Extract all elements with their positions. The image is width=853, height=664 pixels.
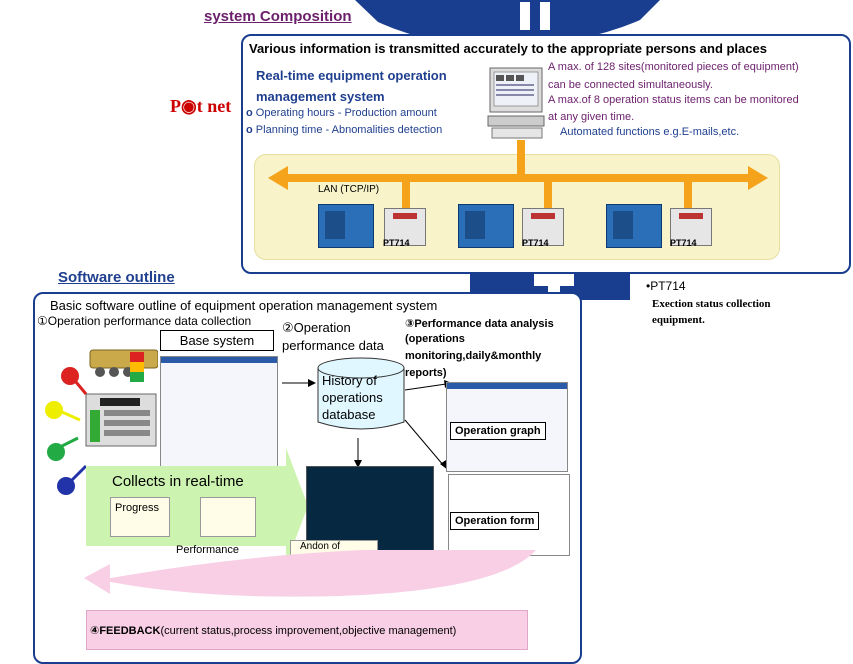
pt714-label-1: PT714 [383,238,410,248]
pt714-note-title: •PT714 [646,279,686,293]
top-panel-heading: Various information is transmitted accur… [249,41,767,56]
pt714-note-desc-2: equipment. [652,314,705,326]
bullet-operating-hours: o Operating hours - Production amount [246,107,437,119]
step1-label: ①Operation performance data collection [37,314,252,328]
step2-label-b: performance data [282,338,384,353]
andon-label-1: Andon of [300,541,341,552]
potnet-logo: P◉t net [170,96,232,116]
signal-tower-icon [45,349,158,495]
step2-label-a: ②Operation [282,320,351,335]
pause-icon [520,2,530,30]
feedback-arrow [84,550,536,597]
base-system-label: Base system [160,330,274,351]
progress-note: Progress [110,497,170,537]
pc-icon [487,67,545,139]
lan-label: LAN (TCP/IP) [318,184,380,195]
spec-max-items-b: at any given time. [548,111,635,123]
feedback-bar [86,610,528,650]
operation-graph-label: Operation graph [450,422,546,440]
base-system-screen [160,356,278,468]
software-outline-title: Software outline [58,269,175,286]
step3-label-a: ③Performance data analysis [405,318,554,330]
db-label-3: database [322,407,376,422]
db-label-1: History of [322,373,377,388]
pt714-device-3 [670,208,712,246]
system-composition-title: system Composition [204,8,352,25]
equipment-2 [458,204,514,248]
db-label-2: operations [322,390,383,405]
realtime-title-line1: Real-time equipment operation [256,68,447,83]
spec-automated: Automated functions e.g.E-mails,etc. [560,126,740,138]
spec-max-sites-b: can be connected simultaneously. [548,79,713,91]
pt714-note-desc-1: Exection status collection [652,298,771,310]
bottom-panel-heading: Basic software outline of equipment oper… [50,298,438,313]
equipment-3 [606,204,662,248]
step3-label-c: monitoring,daily&monthly [405,350,542,362]
lan-arrows [268,140,768,210]
pt714-device-2 [522,208,564,246]
database-cylinder [317,357,405,430]
step3-label-d: reports) [405,367,447,379]
collects-realtime-label: Collects in real-time [112,473,244,490]
equipment-1 [318,204,374,248]
step3-label-b: (operations [405,333,465,345]
operation-form-label: Operation form [450,512,540,530]
realtime-title-line2: management system [256,89,385,104]
bullet-planning-time: o Planning time - Abnomalities detection [246,124,443,136]
pt714-device-1 [384,208,426,246]
feedback-label: ④FEEDBACK(current status,process improve… [90,625,457,637]
pt714-label-2: PT714 [522,238,549,248]
performance-label: Performance [176,544,239,556]
spec-max-items-a: A max.of 8 operation status items can be… [548,94,799,106]
performance-note [200,497,256,537]
arrow-to-db [282,379,316,387]
pt714-label-3: PT714 [670,238,697,248]
spec-max-sites-a: A max. of 128 sites(monitored pieces of … [548,61,799,73]
